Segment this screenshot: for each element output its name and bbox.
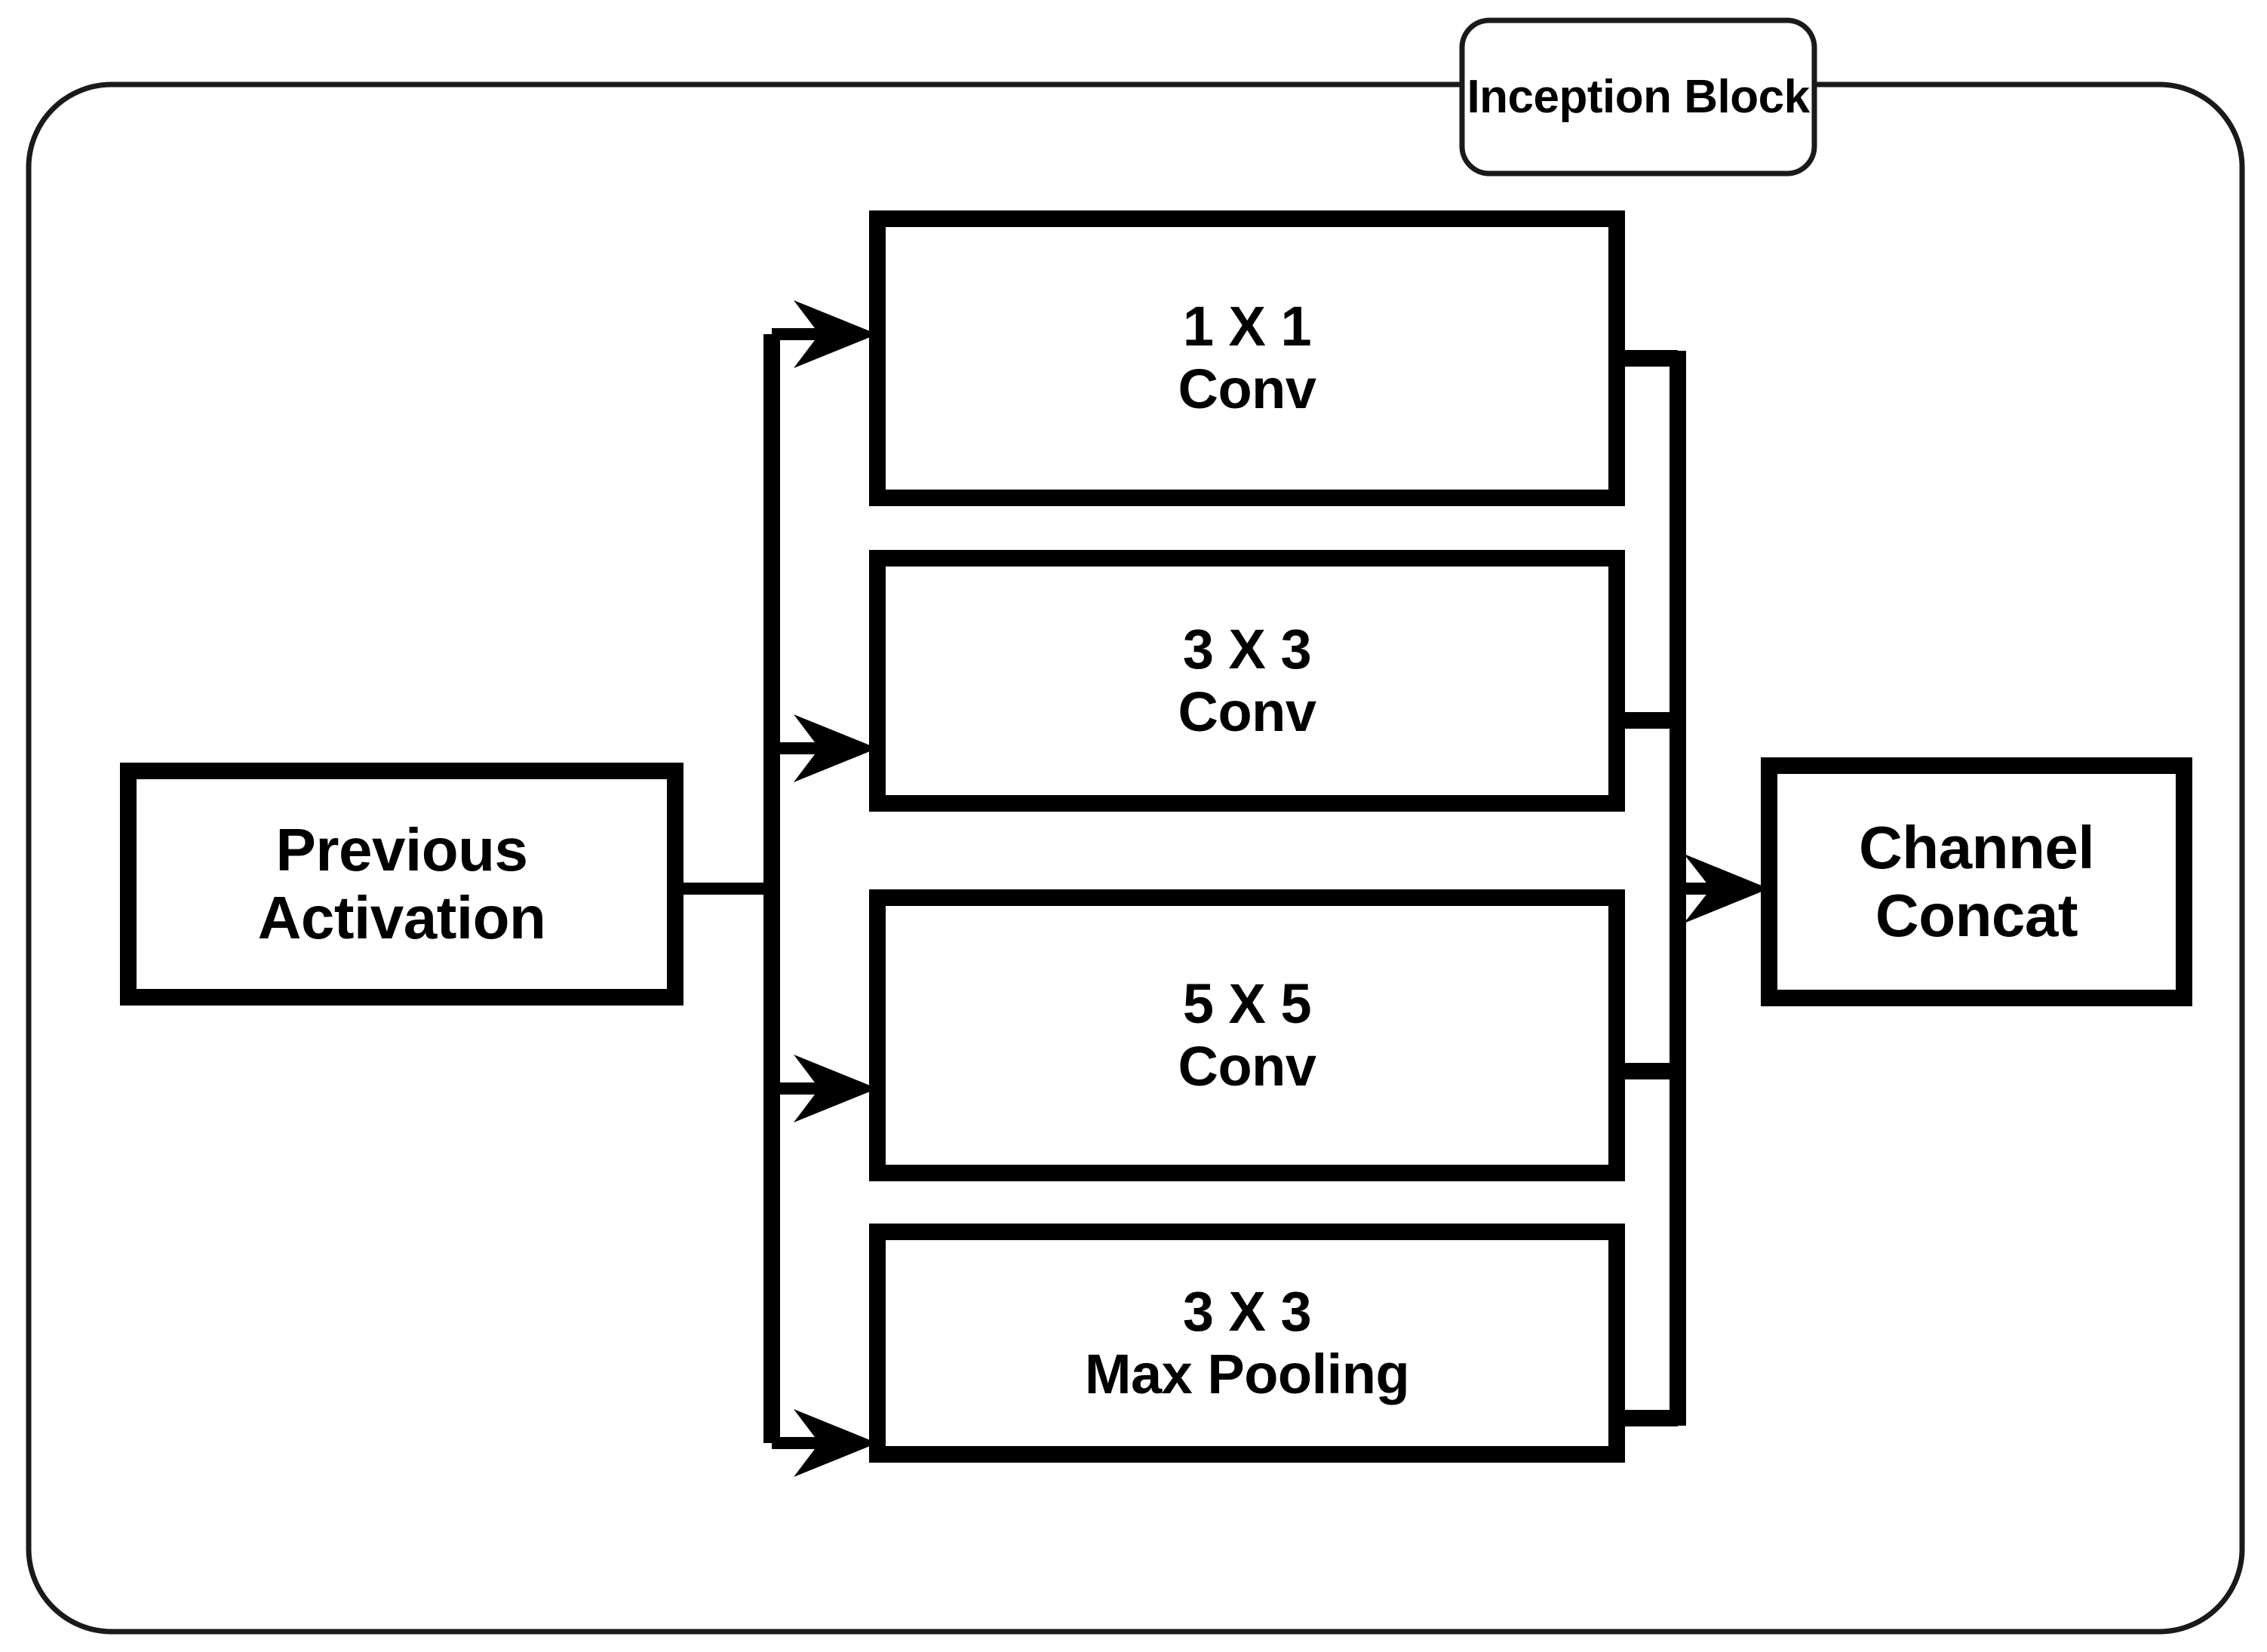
- conv-3x3-box[interactable]: [869, 550, 1625, 812]
- title-badge-shape: [1459, 17, 1817, 177]
- conv-1x1-box[interactable]: [869, 210, 1625, 506]
- arrowhead-channel-concat: [1684, 854, 1769, 923]
- conv-5x5-box[interactable]: [869, 889, 1625, 1181]
- arrowhead-conv-1x1: [794, 300, 877, 368]
- channel-concat-box[interactable]: [1761, 757, 2192, 1006]
- previous-activation-box[interactable]: [120, 763, 683, 1006]
- arrowhead-maxpool-3x3: [794, 1409, 877, 1477]
- arrowhead-conv-3x3: [794, 714, 877, 782]
- maxpool-3x3-box[interactable]: [869, 1224, 1625, 1463]
- arrowhead-conv-5x5: [794, 1055, 877, 1122]
- inception-block-container: [26, 81, 2245, 1635]
